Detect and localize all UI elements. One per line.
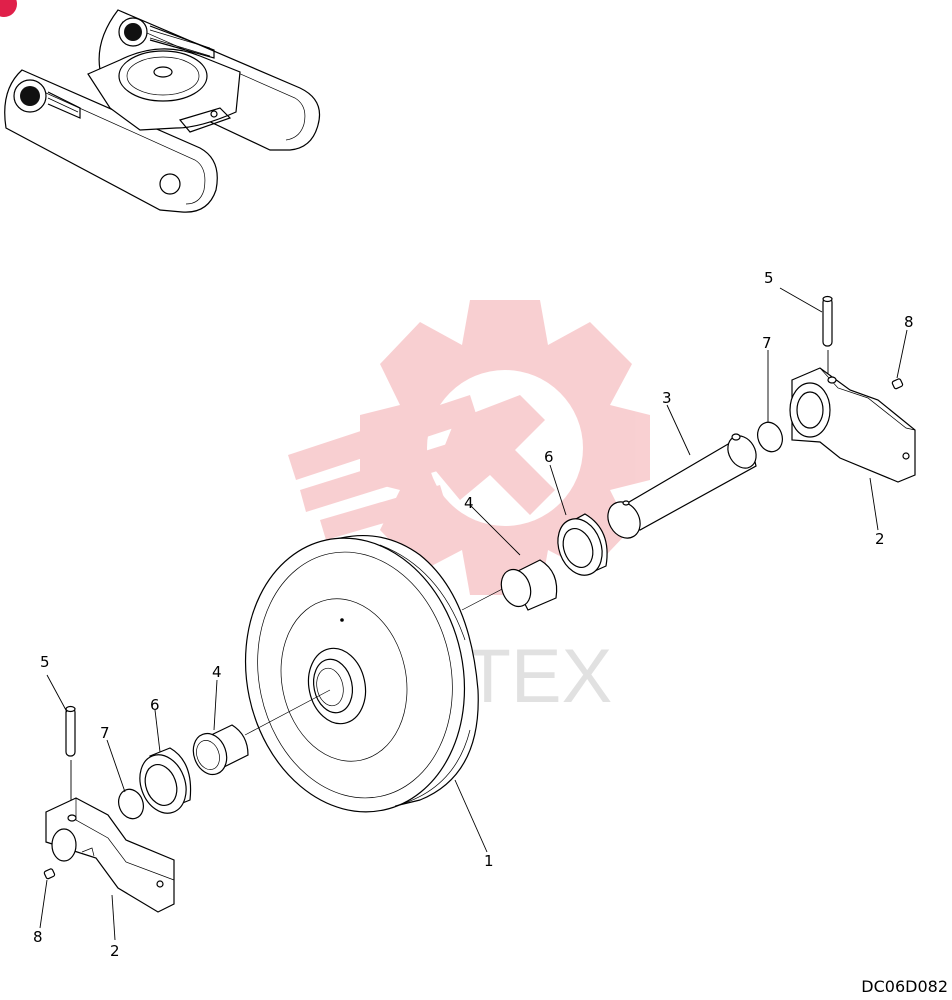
callout-seal-right: 6 [544, 448, 554, 466]
drawing-code: DC06D082 [861, 977, 948, 996]
callout-plug-left: 8 [33, 928, 43, 946]
callout-bushing-left: 4 [212, 663, 222, 681]
seal-right [557, 513, 608, 576]
callout-bushing-right: 4 [464, 494, 474, 512]
callout-oring-right: 7 [762, 334, 772, 352]
callout-plug-right: 8 [904, 313, 914, 331]
bushing-right [500, 559, 558, 611]
oring-left [118, 788, 144, 820]
plug-right [891, 378, 904, 390]
undercarriage-thumbnail [4, 9, 321, 213]
plug-left [43, 868, 56, 880]
bracket-right [789, 367, 916, 483]
callout-oring-left: 7 [100, 724, 110, 742]
pin-right [822, 295, 833, 347]
callout-bracket-right: 2 [875, 530, 885, 548]
callout-pin-right: 5 [764, 269, 774, 287]
callout-pin-left: 5 [40, 653, 50, 671]
bracket-left [45, 797, 175, 913]
oring-right [757, 421, 783, 453]
corner-marker [0, 0, 17, 17]
callout-seal-left: 6 [150, 696, 160, 714]
idler-wheel [244, 535, 479, 813]
bushing-left [192, 724, 249, 776]
callout-shaft: 3 [662, 389, 672, 407]
seal-left [139, 747, 192, 814]
callout-bracket-left: 2 [110, 942, 120, 960]
leader-lines [39, 287, 908, 941]
watermark-logo [288, 300, 650, 595]
callout-wheel: 1 [484, 852, 494, 870]
shaft [607, 433, 757, 539]
pin-left [65, 705, 76, 757]
